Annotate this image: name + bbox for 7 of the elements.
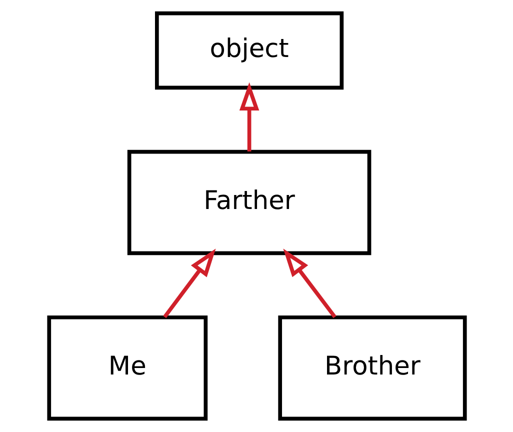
node-box: Brother [278,315,466,421]
node-box: object [154,11,344,90]
node-box: Farther [126,150,371,256]
arrow [238,82,259,152]
node-box: Me [46,315,208,421]
arrow [282,248,336,318]
arrow [162,248,216,318]
